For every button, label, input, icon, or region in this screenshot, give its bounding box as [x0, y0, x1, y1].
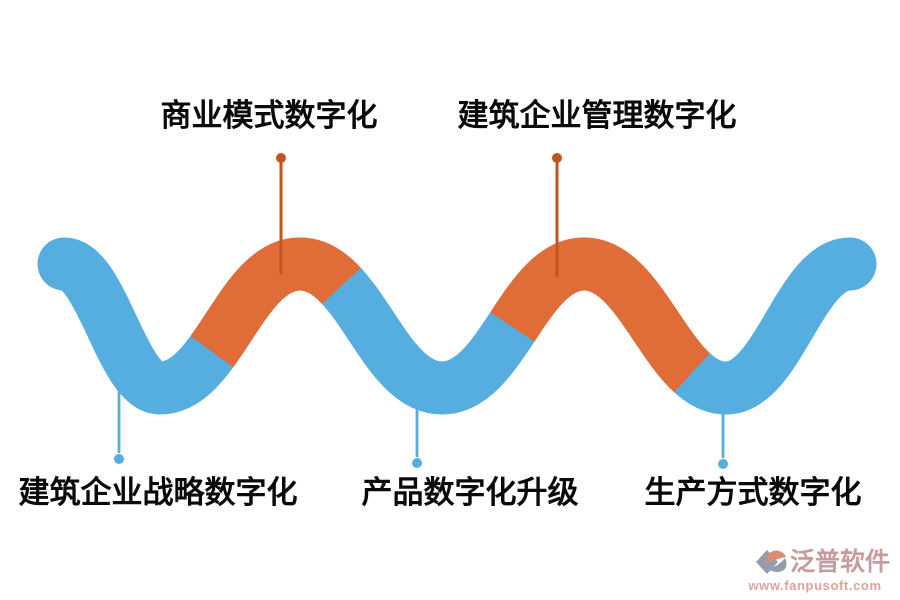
connector-dot-strategy — [114, 454, 124, 464]
label-product-digital-upgrade: 产品数字化升级 — [361, 475, 579, 510]
connector-dot-business-model — [276, 153, 286, 163]
label-business-model-digitalization: 商业模式数字化 — [160, 98, 378, 133]
label-production-method-digitalization: 生产方式数字化 — [644, 475, 862, 510]
label-enterprise-management-digitalization: 建筑企业管理数字化 — [457, 98, 737, 133]
logo-url-text: www.fanpusoft.com — [748, 578, 882, 593]
connector-dot-management — [552, 153, 562, 163]
fanpu-logo: 泛普软件 www.fanpusoft.com — [740, 546, 890, 593]
wave-ribbon-blue — [37, 237, 877, 415]
connector-dot-production — [718, 459, 728, 469]
fanpu-logo-icon — [755, 550, 787, 574]
logo-name-text: 泛普软件 — [789, 548, 890, 576]
connector-dot-product — [412, 458, 422, 468]
label-enterprise-strategy-digitalization: 建筑企业战略数字化 — [18, 475, 298, 510]
